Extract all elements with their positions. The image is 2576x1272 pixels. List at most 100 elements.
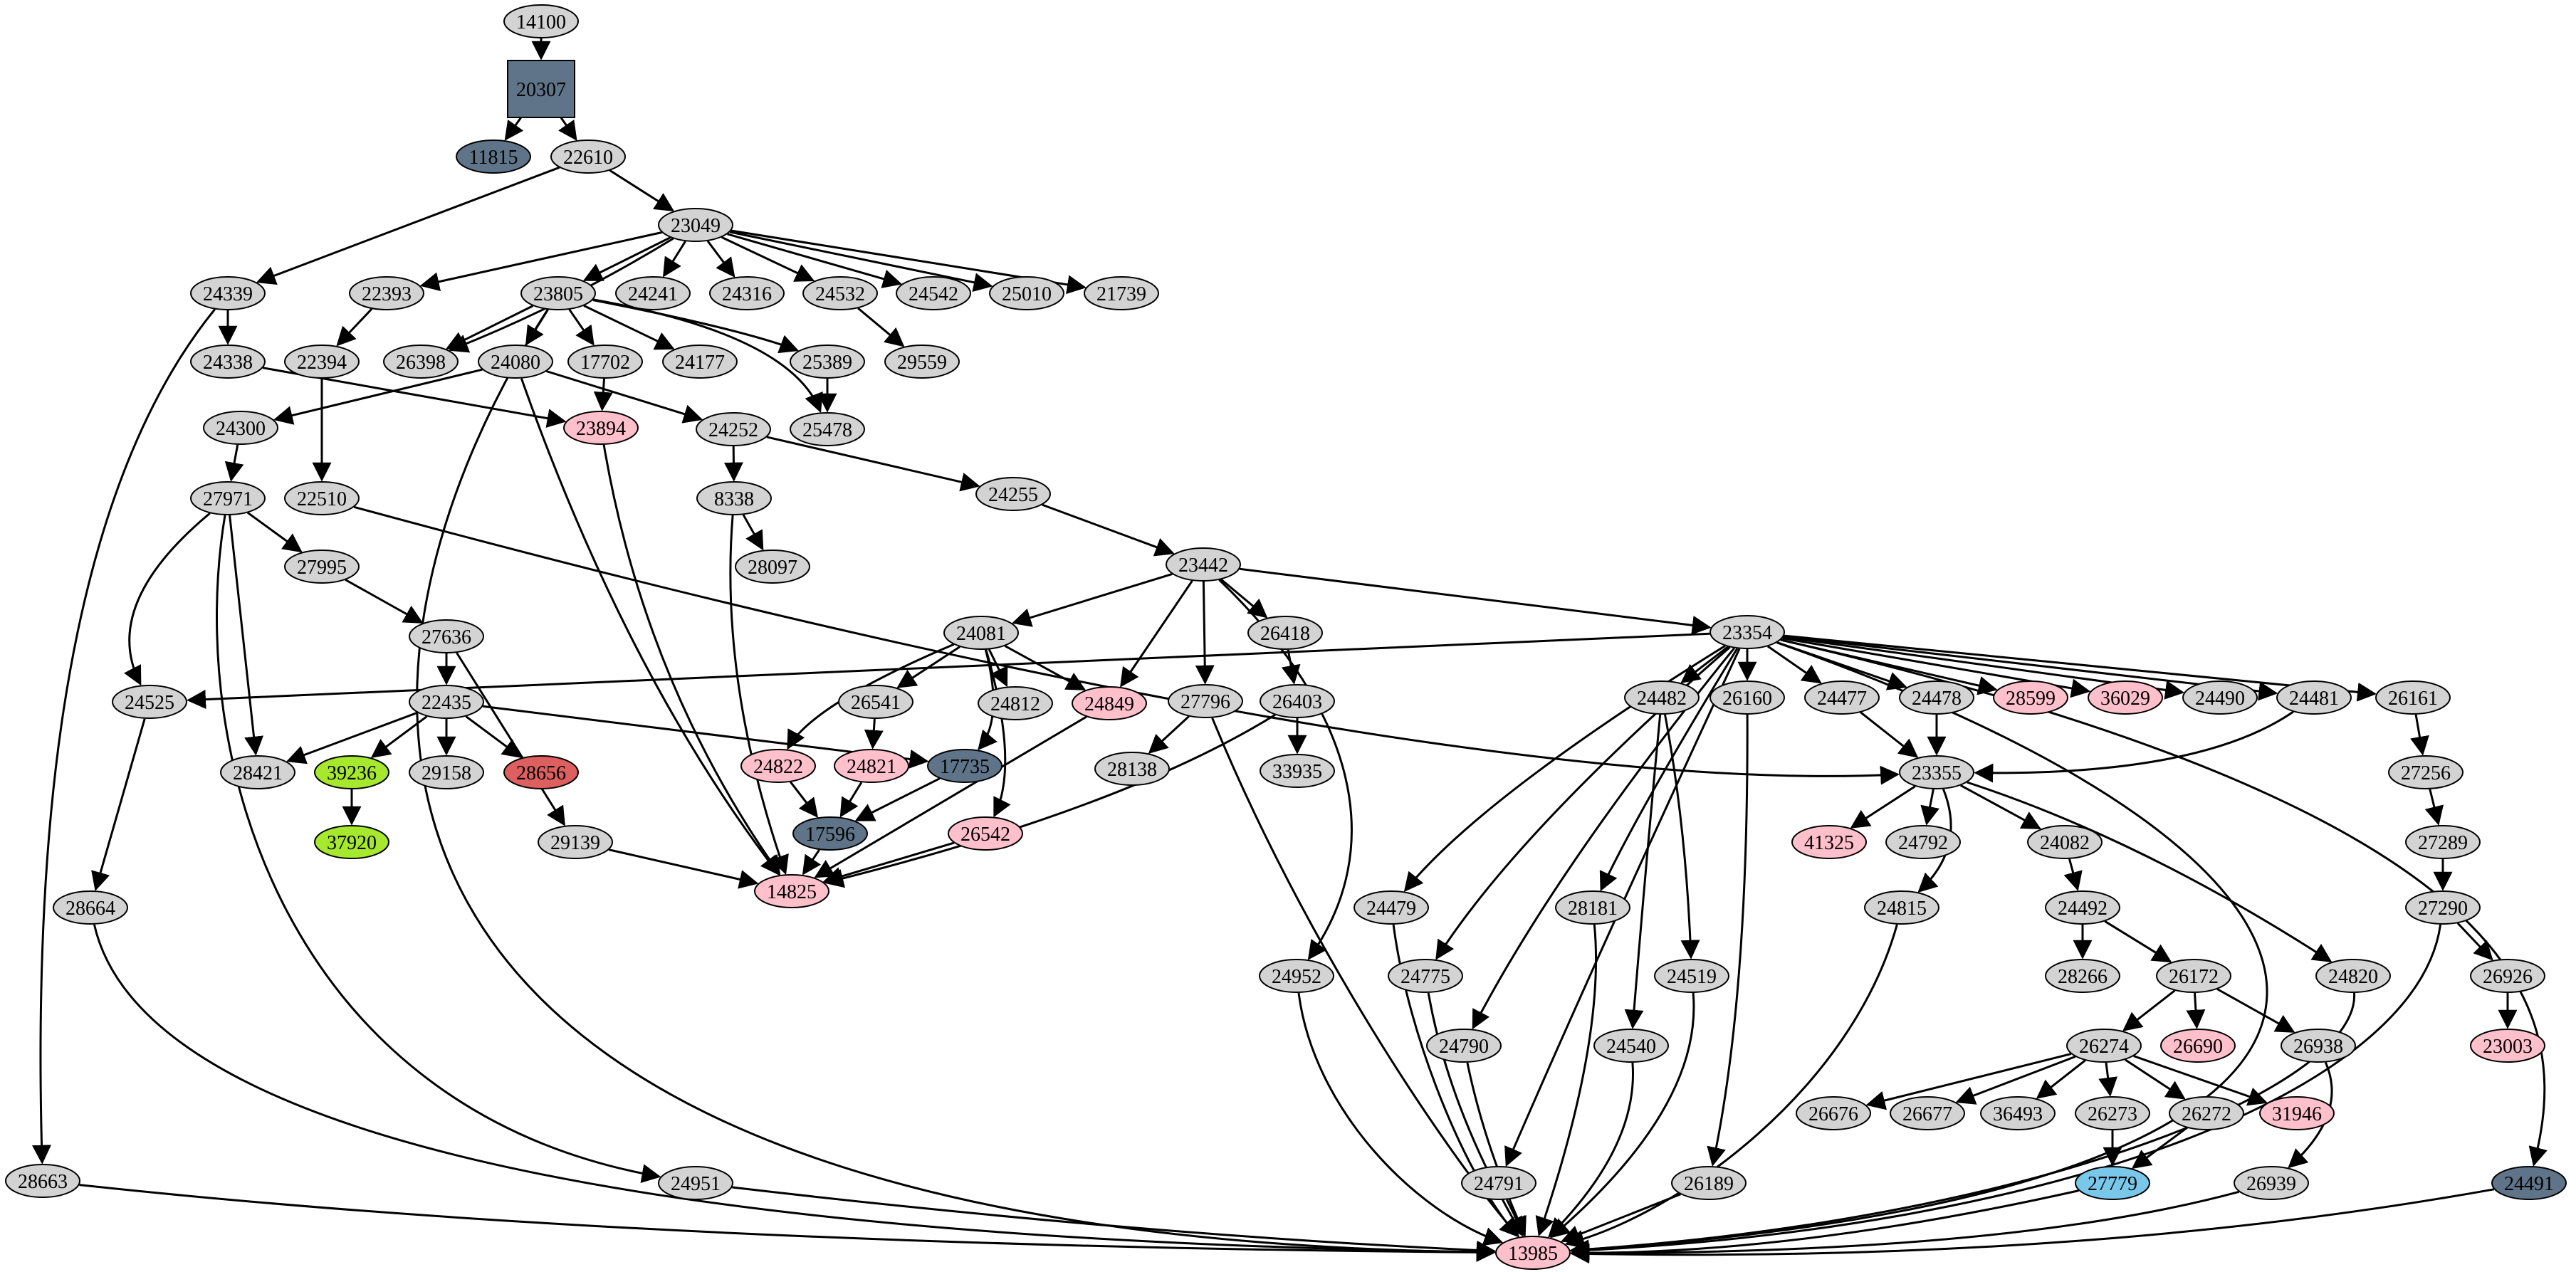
edge-23442-24081 (1012, 572, 1173, 627)
edge-27971-24525 (123, 512, 211, 686)
node-28266: 28266 (2045, 959, 2120, 993)
node-24540: 24540 (1593, 1029, 1669, 1063)
edge-26274-31946 (2133, 1055, 2268, 1106)
node-ellipse-shape (409, 755, 484, 789)
node-label-24791: 24791 (1474, 1173, 1524, 1195)
node-label-26939: 26939 (2246, 1173, 2296, 1195)
node-ellipse-shape (709, 276, 785, 310)
node-ellipse-shape (1885, 825, 1961, 859)
node-26676: 26676 (1796, 1096, 1871, 1130)
node-label-26189: 26189 (1684, 1173, 1734, 1195)
edge-24952-13985 (1297, 992, 1504, 1246)
node-label-37920: 37920 (327, 832, 377, 854)
node-25010: 25010 (989, 276, 1064, 310)
edge-26274-26677 (1955, 1055, 2076, 1105)
edge-23354-13985 (1569, 641, 2268, 1259)
edge-24339-28663 (31, 308, 216, 1165)
edge-24477-23355 (1860, 711, 1919, 758)
node-ellipse-shape (2281, 1029, 2356, 1063)
node-ellipse-shape (1804, 680, 1880, 715)
node-27995: 27995 (284, 550, 360, 584)
node-26189: 26189 (1671, 1166, 1747, 1200)
node-ellipse-shape (2156, 959, 2231, 993)
node-label-24822: 24822 (753, 756, 803, 778)
node-26273: 26273 (2075, 1096, 2150, 1130)
edge-24080-24300 (273, 368, 483, 425)
node-label-29139: 29139 (550, 832, 600, 854)
node-27796: 27796 (1168, 684, 1243, 718)
node-ellipse-shape (792, 816, 868, 851)
edge-26189-13985 (1560, 1193, 1681, 1244)
node-24775: 24775 (1388, 959, 1463, 993)
node-ellipse-shape (1980, 1096, 2056, 1130)
node-17596: 17596 (792, 816, 868, 851)
edge-8338-28097 (742, 514, 764, 551)
edge-26274-36493 (2036, 1059, 2086, 1099)
node-37920: 37920 (314, 825, 389, 859)
node-label-24300: 24300 (216, 418, 266, 440)
node-label-26938: 26938 (2293, 1036, 2343, 1058)
node-label-29158: 29158 (422, 762, 471, 784)
edge-23049-22393 (419, 231, 662, 292)
edge-24080-14825 (520, 378, 780, 876)
node-label-24821: 24821 (847, 756, 896, 778)
node-ellipse-shape (2088, 680, 2163, 715)
edge-24492-26172 (2104, 920, 2172, 963)
node-24080: 24080 (478, 345, 553, 379)
node-label-25010: 25010 (1002, 283, 1052, 305)
node-ellipse-shape (190, 276, 266, 310)
node-24339: 24339 (190, 276, 266, 310)
node-ellipse-shape (2169, 1096, 2244, 1130)
node-ellipse-shape (1654, 959, 1729, 993)
node-ellipse-shape (190, 345, 266, 379)
node-25478: 25478 (790, 412, 865, 446)
node-39236: 39236 (314, 755, 389, 789)
edge-26160-26189 (1707, 714, 1749, 1167)
node-ellipse-shape (1710, 680, 1785, 715)
node-label-26690: 26690 (2173, 1036, 2223, 1058)
node-ellipse-shape (658, 1166, 733, 1200)
edge-26274-26273 (2098, 1062, 2118, 1097)
node-24481: 24481 (2276, 680, 2352, 715)
node-label-24082: 24082 (2040, 832, 2090, 854)
node-28656: 28656 (503, 755, 579, 789)
node-label-23049: 23049 (671, 215, 721, 237)
node-24792: 24792 (1885, 825, 1961, 859)
node-ellipse-shape (927, 749, 1002, 783)
node-ellipse-shape (1593, 1029, 1669, 1063)
node-label-28181: 28181 (1568, 898, 1618, 920)
node-label-8338: 8338 (714, 488, 754, 510)
node-label-11815: 11815 (469, 147, 518, 169)
node-29559: 29559 (884, 345, 960, 379)
node-label-24241: 24241 (628, 283, 678, 305)
node-ellipse-shape (1247, 616, 1323, 650)
node-label-23355: 23355 (1912, 762, 1962, 784)
node-ellipse-shape (456, 140, 531, 174)
node-ellipse-shape (1461, 1166, 1536, 1200)
node-28138: 28138 (1094, 752, 1170, 786)
node-ellipse-shape (538, 825, 613, 859)
node-ellipse-shape (1710, 615, 1785, 649)
node-label-27796: 27796 (1180, 691, 1230, 713)
node-24477: 24477 (1804, 680, 1880, 715)
node-label-24532: 24532 (815, 283, 865, 305)
edge-20307-11815 (504, 113, 525, 141)
edge-24080-24252 (546, 370, 703, 424)
node-label-27971: 27971 (203, 488, 253, 510)
node-ellipse-shape (349, 276, 424, 310)
node-ellipse-shape (1890, 1096, 1965, 1130)
node-24241: 24241 (615, 276, 691, 310)
node-ellipse-shape (1072, 686, 1147, 720)
edge-23355-24082 (1959, 784, 2041, 830)
node-label-36493: 36493 (1993, 1103, 2043, 1125)
node-ellipse-shape (1259, 959, 1334, 993)
node-ellipse-shape (2182, 680, 2258, 715)
node-26926: 26926 (2470, 959, 2545, 993)
node-label-21739: 21739 (1096, 283, 1146, 305)
node-ellipse-shape (2405, 890, 2481, 925)
node-26690: 26690 (2160, 1029, 2236, 1063)
edge-26542-14825 (822, 841, 955, 886)
node-24822: 24822 (740, 749, 816, 783)
node-ellipse-shape (478, 345, 553, 379)
node-24252: 24252 (696, 412, 771, 446)
